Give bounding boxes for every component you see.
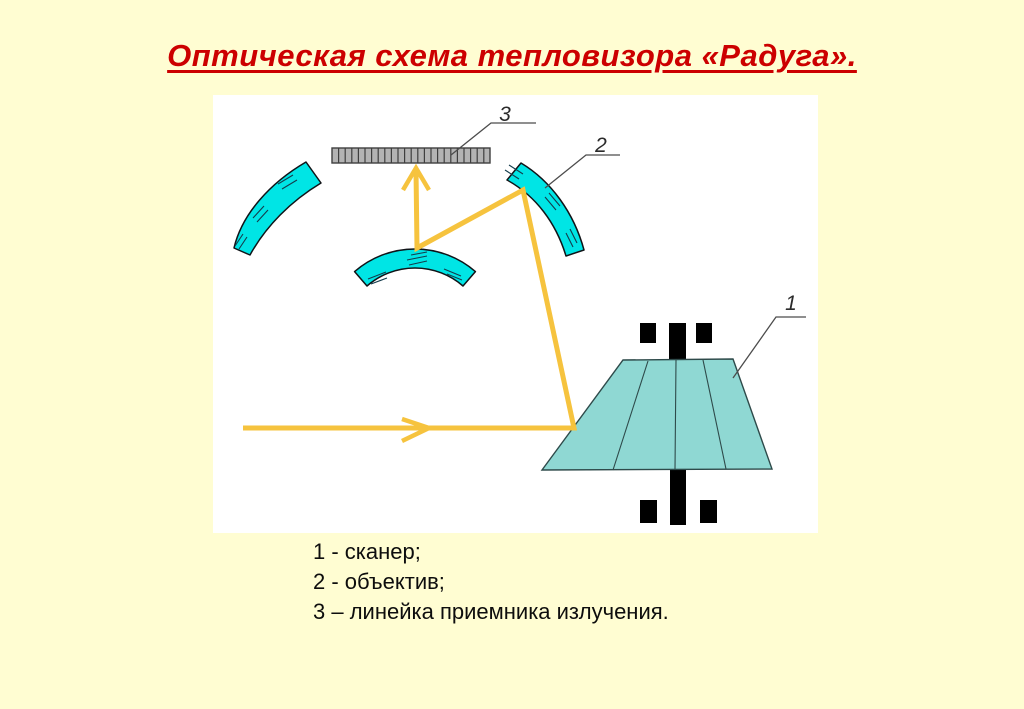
legend: 1 - сканер; 2 - объектив; 3 – линейка пр… xyxy=(313,537,669,627)
axis-top-left-block xyxy=(640,323,656,343)
axis-bottom-right-block xyxy=(700,500,717,523)
secondary-mirror-arc xyxy=(353,248,477,287)
mirror-hatch-marks xyxy=(234,164,578,285)
ray-arrowhead-vertical xyxy=(401,163,431,192)
leader-line-detector xyxy=(450,122,536,156)
legend-item-detector-line: 3 – линейка приемника излучения. xyxy=(313,599,669,624)
axis-top-right-block xyxy=(696,323,712,343)
scanner-facets xyxy=(612,359,727,471)
scanner-axis xyxy=(640,323,717,525)
scanner-trapezoid xyxy=(540,358,773,471)
scanner-drum xyxy=(540,358,773,471)
legend-item-objective: 2 - объектив; xyxy=(313,569,445,594)
slide-title: Оптическая схема тепловизора «Радуга». xyxy=(167,38,857,73)
axis-bottom-bar xyxy=(670,470,686,525)
label-scanner: 1 xyxy=(785,292,797,315)
mirror-left-arc xyxy=(233,161,322,256)
axis-top-bar xyxy=(669,323,686,360)
detector-array-cells xyxy=(338,148,485,163)
ray-arrowhead-horizontal xyxy=(401,416,435,444)
leader-line-scanner xyxy=(732,316,806,379)
leader-lines xyxy=(450,122,806,379)
label-detector-line: 3 xyxy=(499,103,511,126)
ray-path xyxy=(243,163,578,444)
label-objective: 2 xyxy=(594,134,607,157)
legend-item-scanner: 1 - сканер; xyxy=(313,539,421,564)
ray-polyline xyxy=(243,169,578,431)
axis-bottom-left-block xyxy=(640,500,657,523)
detector-array xyxy=(331,147,491,164)
leader-line-objective xyxy=(544,154,620,189)
